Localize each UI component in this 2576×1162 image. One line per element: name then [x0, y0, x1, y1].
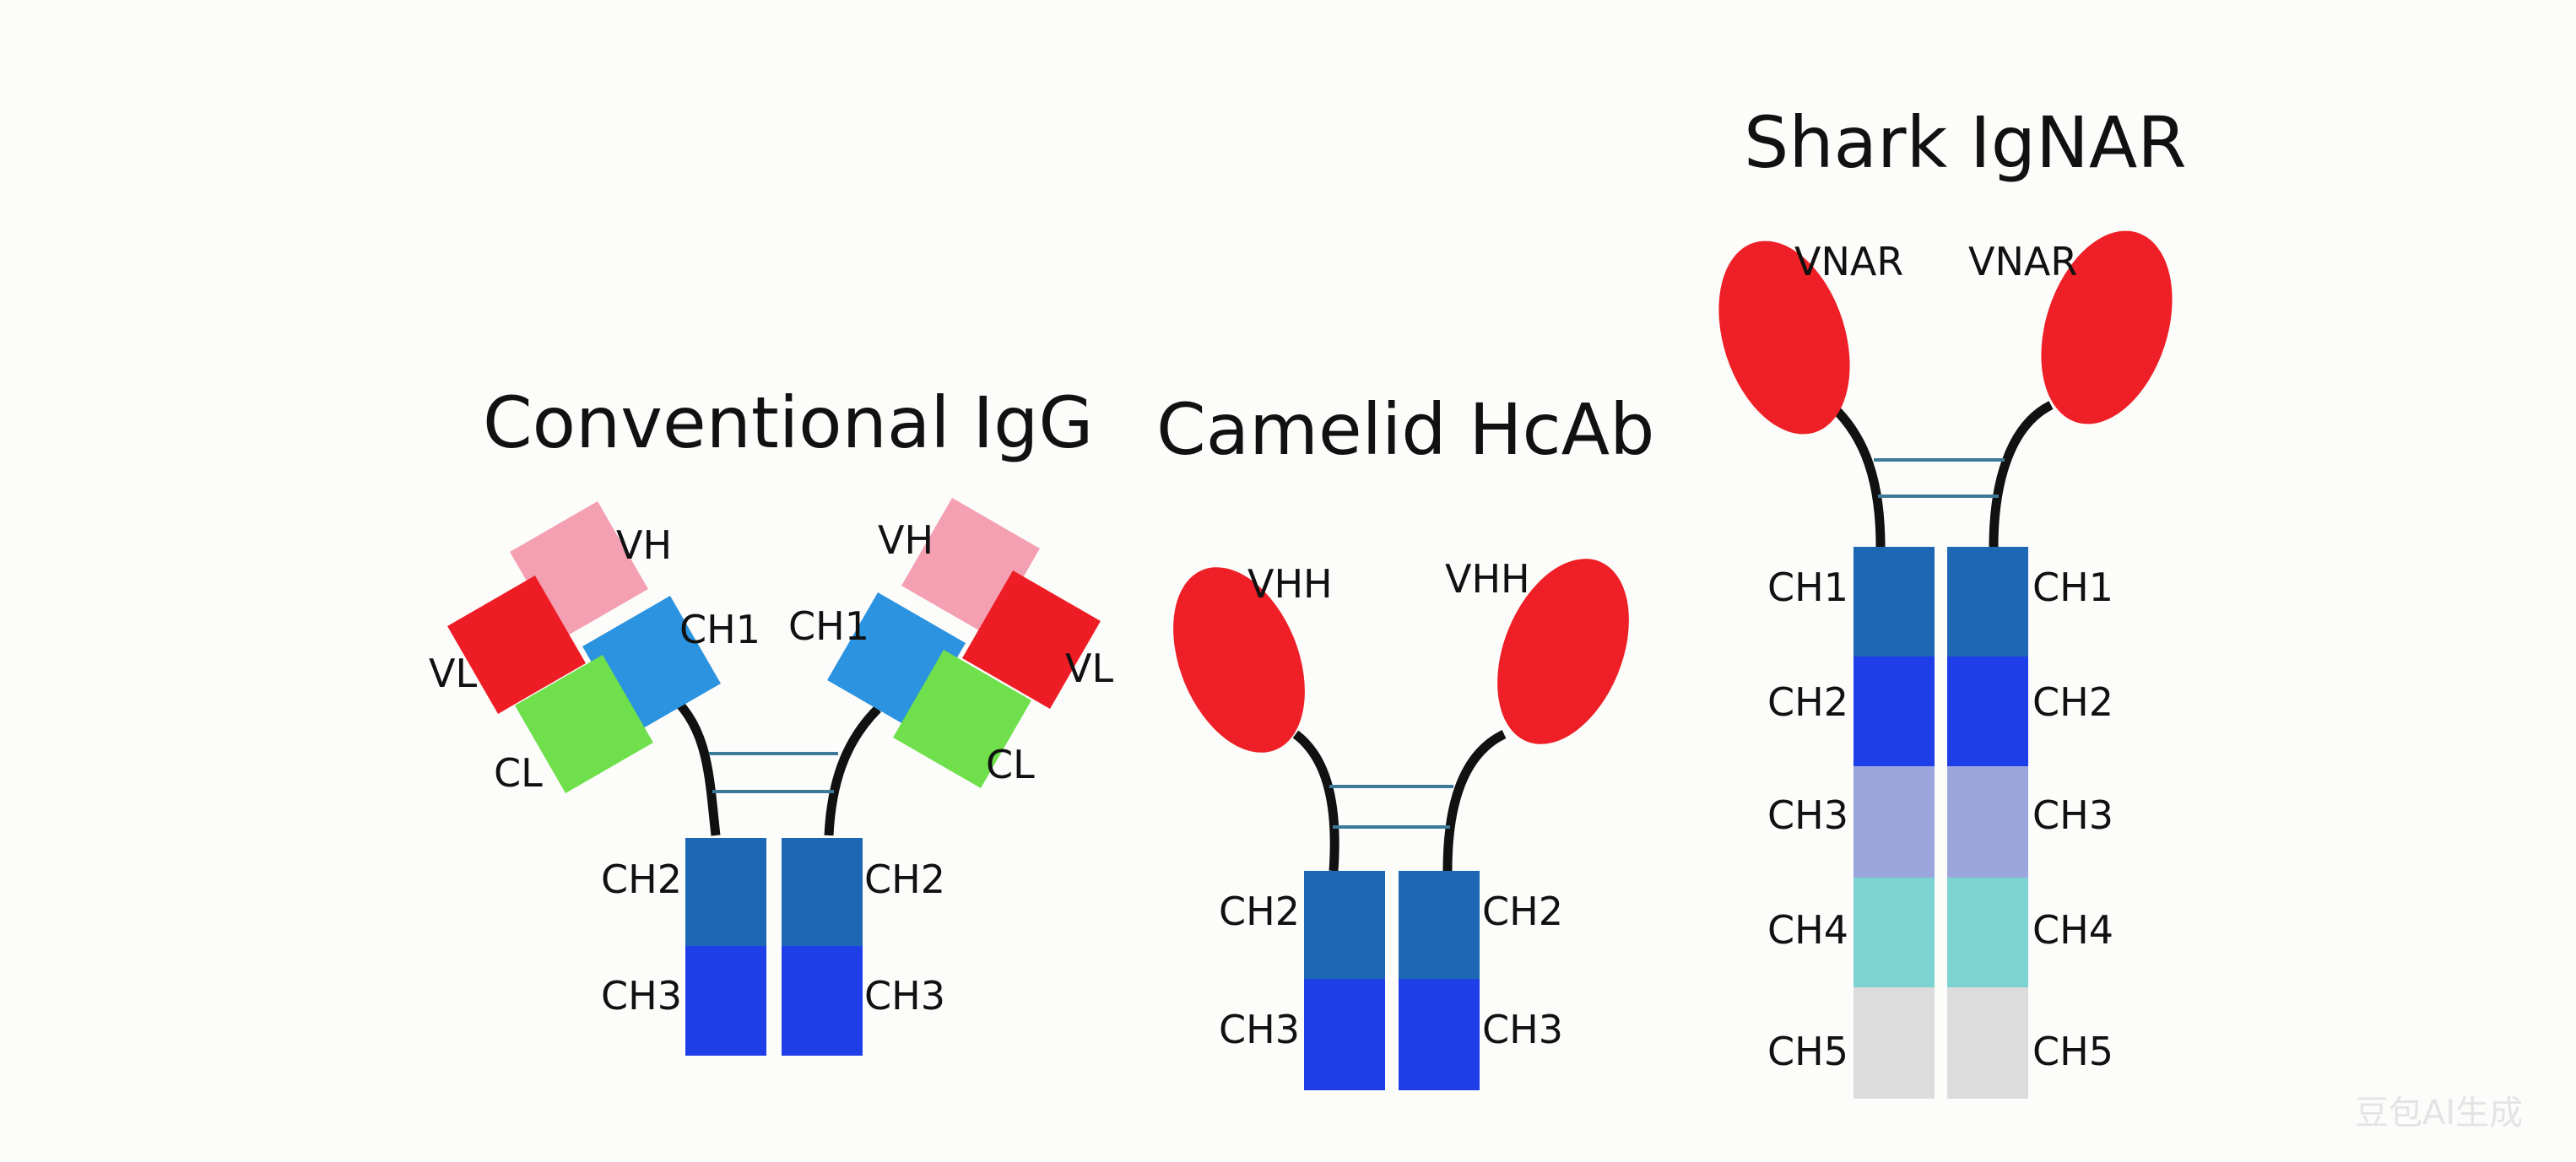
igg-cl-left-domain	[515, 655, 653, 793]
ignar-ch4-left-label: CH4	[1767, 907, 1848, 953]
igg-ch3-left-label: CH3	[601, 973, 682, 1019]
hcab-vhh-right-domain	[1497, 559, 1629, 744]
ignar-vnar-left-label: VNAR	[1794, 239, 1903, 284]
ignar-vnar-right-domain	[2041, 230, 2173, 424]
ignar-ch1-right-domain	[1947, 547, 2028, 657]
igg-ch3-right-domain	[782, 946, 863, 1056]
ignar-ch2-right-label: CH2	[2032, 679, 2113, 725]
igg-cl-left-label: CL	[494, 750, 543, 796]
ignar-vnar-right-label: VNAR	[1968, 239, 2077, 284]
igg-ch2-left-domain	[685, 838, 766, 946]
igg-ch2-left-label: CH2	[601, 857, 682, 902]
ignar-ch3-right-domain	[1947, 766, 2028, 878]
ignar-ch3-left-label: CH3	[1767, 792, 1848, 838]
hcab-vhh-left-domain	[1173, 567, 1305, 753]
ignar-ch1-right-label: CH1	[2032, 565, 2113, 610]
igg-vl-right-label: VL	[1065, 646, 1113, 691]
igg-ch2-right-label: CH2	[864, 857, 945, 902]
hcab-ch2-left-domain	[1304, 871, 1385, 979]
hcab-hinge-right	[1442, 730, 1507, 872]
ignar-ch3-right-label: CH3	[2032, 792, 2113, 838]
igg-cl-right-label: CL	[986, 742, 1035, 787]
ignar-ch4-right-label: CH4	[2032, 907, 2113, 953]
ignar-ch2-right-domain	[1947, 657, 2028, 766]
hcab-ch3-left-domain	[1304, 979, 1385, 1090]
watermark-text: 豆包AI生成	[2355, 1094, 2523, 1132]
igg-cl-right-domain	[893, 650, 1031, 788]
ignar-ch4-right-domain	[1947, 878, 2028, 987]
ignar-ch1-left-domain	[1854, 547, 1935, 657]
hcab-hinge-left	[1292, 730, 1339, 872]
igg-vh-right-label: VH	[878, 517, 934, 563]
igg-ch2-right-domain	[782, 838, 863, 946]
igg-hinge-right	[824, 705, 881, 836]
ignar-ch1-left-label: CH1	[1767, 565, 1848, 610]
igg-ch1-left-label: CH1	[679, 607, 760, 652]
ignar-structure: Shark IgNAR VNAR VNAR CH1 CH2 CH3 CH4 CH…	[1718, 101, 2187, 1099]
hcab-structure: Camelid HcAb VHH VHH CH2 CH2 CH3 CH3	[1156, 388, 1654, 1090]
hcab-ch2-right-label: CH2	[1482, 889, 1563, 934]
hcab-ch2-right-domain	[1399, 871, 1480, 979]
hcab-title: Camelid HcAb	[1156, 388, 1654, 471]
ignar-ch3-left-domain	[1854, 766, 1935, 878]
hcab-vhh-right-label: VHH	[1445, 556, 1530, 602]
igg-hinge-left	[663, 688, 721, 836]
hcab-ch3-right-label: CH3	[1482, 1007, 1563, 1052]
ignar-ch5-left-label: CH5	[1767, 1029, 1848, 1074]
igg-title: Conventional IgG	[483, 381, 1094, 464]
hcab-ch3-left-label: CH3	[1219, 1007, 1300, 1052]
igg-ch3-right-label: CH3	[864, 973, 945, 1019]
ignar-ch2-left-label: CH2	[1767, 679, 1848, 725]
ignar-hinge-right	[1989, 401, 2054, 548]
igg-vl-left-domain	[447, 576, 586, 714]
ignar-ch5-right-label: CH5	[2032, 1029, 2113, 1074]
igg-ch3-left-domain	[685, 946, 766, 1056]
igg-structure: Conventional IgG VH VH VL VL CH1 CH1 CL …	[429, 381, 1113, 1056]
ignar-ch4-left-domain	[1854, 878, 1935, 987]
igg-vl-left-label: VL	[429, 651, 477, 696]
hcab-ch2-left-label: CH2	[1219, 889, 1300, 934]
hcab-ch3-right-domain	[1399, 979, 1480, 1090]
ignar-ch5-right-domain	[1947, 987, 2028, 1099]
igg-vl-right-domain	[962, 570, 1101, 709]
igg-ch1-right-label: CH1	[788, 603, 869, 649]
ignar-ch5-left-domain	[1854, 987, 1935, 1099]
hcab-vhh-left-label: VHH	[1247, 561, 1333, 607]
ignar-ch2-left-domain	[1854, 657, 1935, 766]
ignar-vnar-left-domain	[1718, 241, 1850, 435]
ignar-title: Shark IgNAR	[1744, 101, 2187, 184]
igg-vh-left-label: VH	[616, 522, 672, 568]
